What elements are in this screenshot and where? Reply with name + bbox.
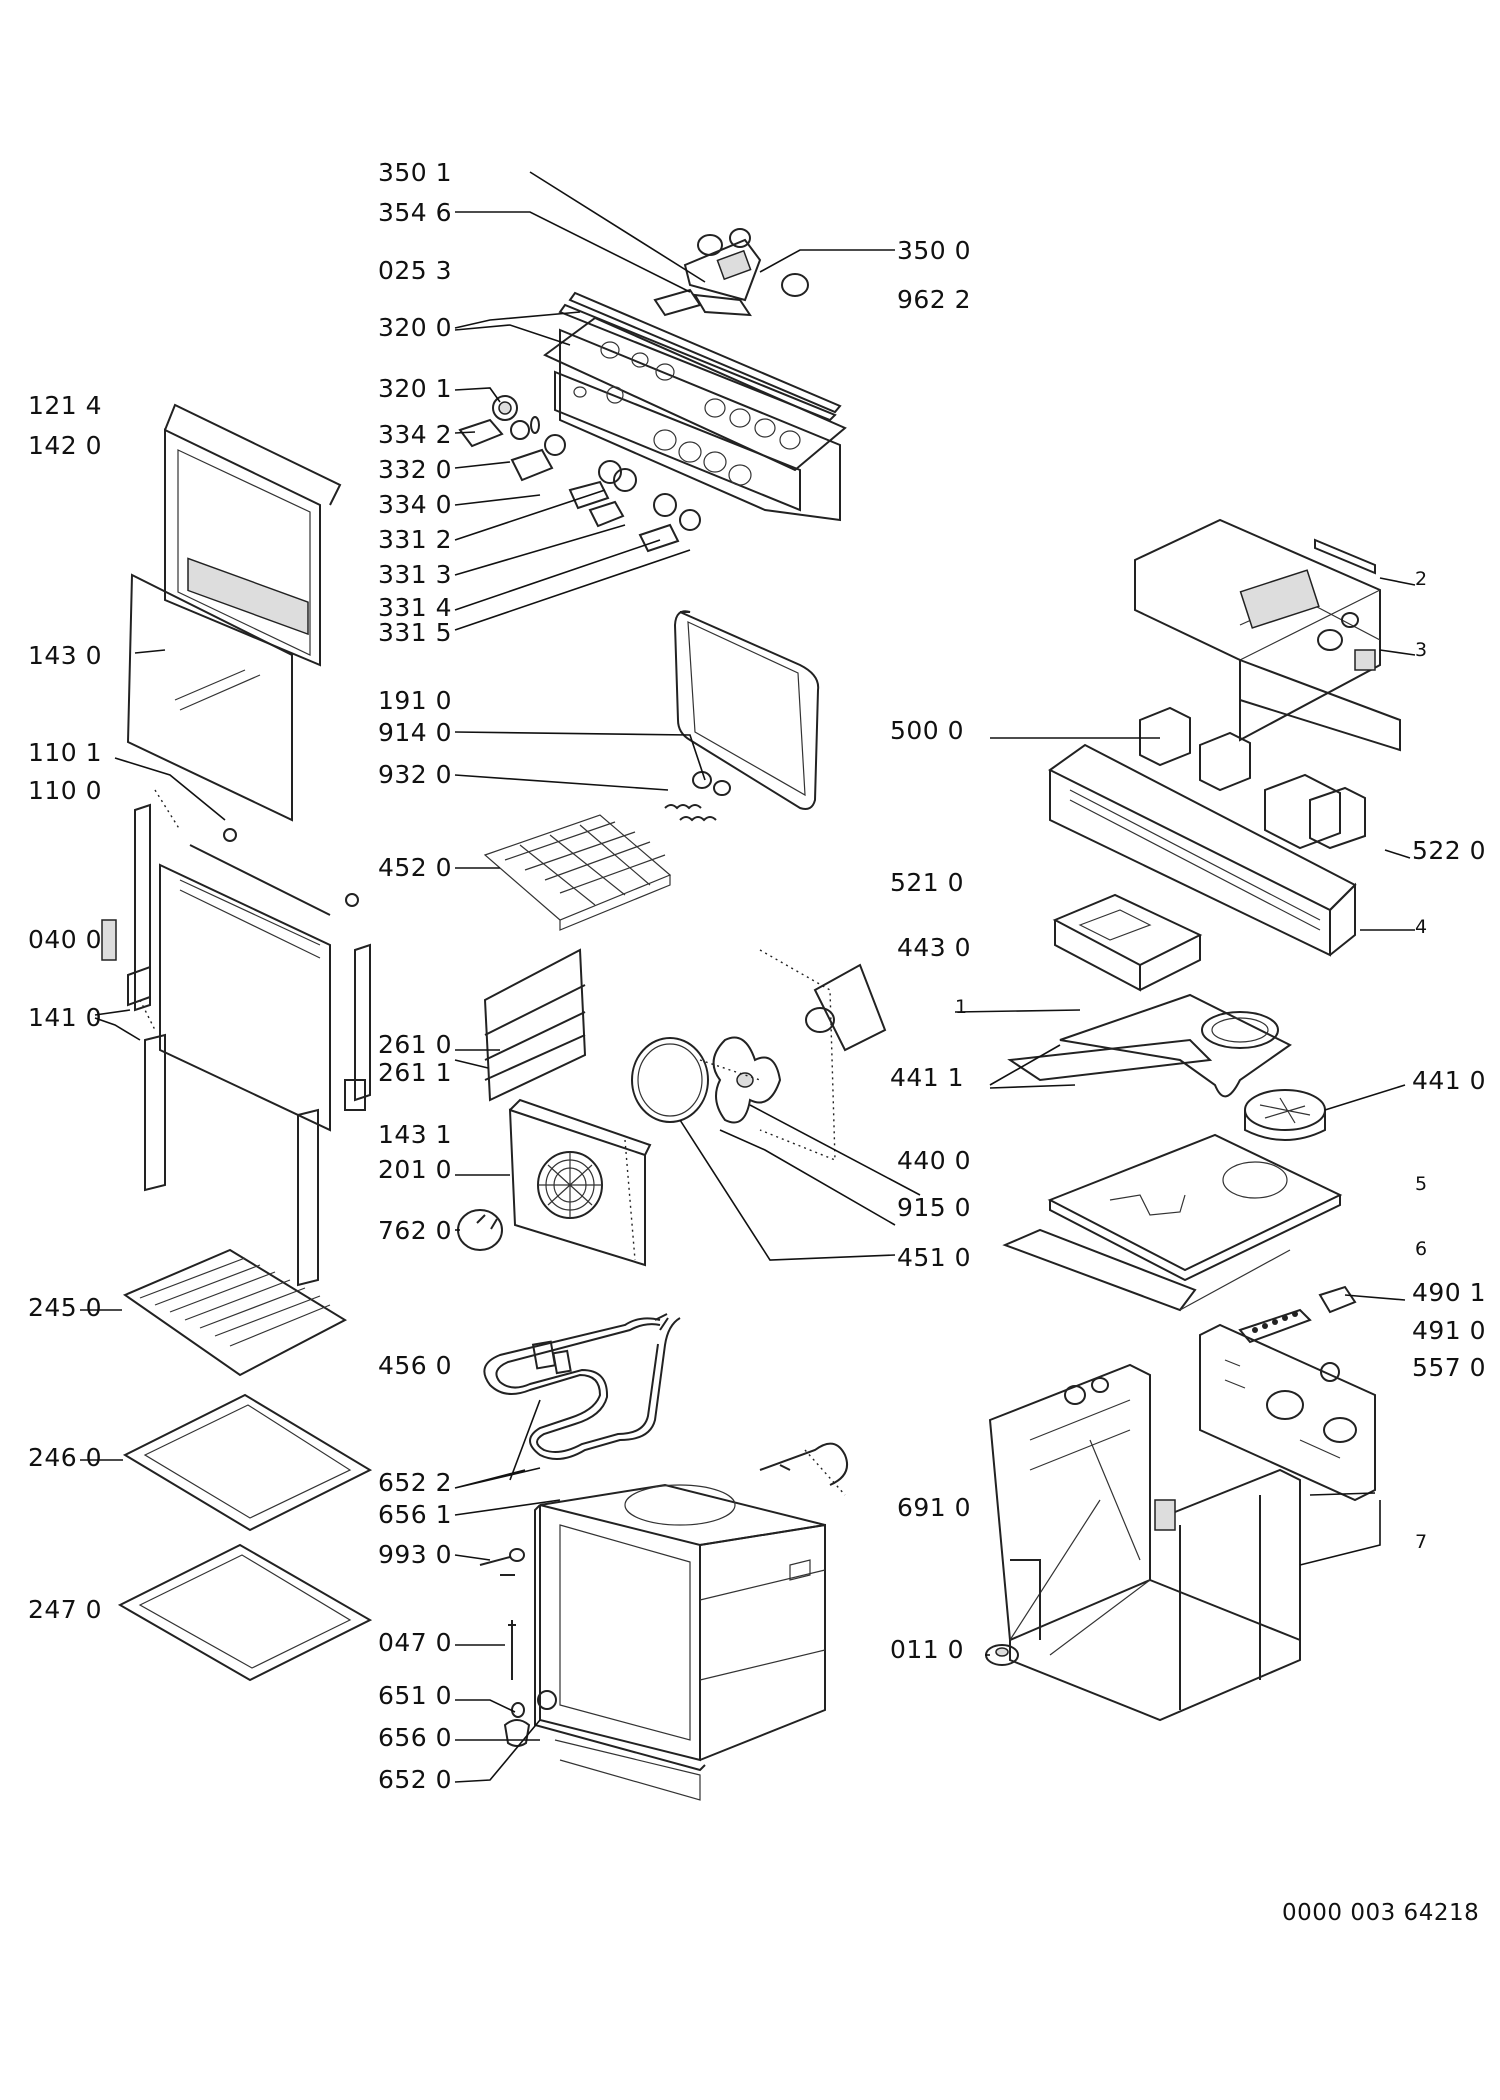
probe-part xyxy=(759,1442,849,1486)
label-142-0: 142 0 xyxy=(28,431,103,460)
cooling-fan-441 xyxy=(1007,993,1326,1141)
door-gasket xyxy=(664,610,820,822)
label-522-0: 522 0 xyxy=(1412,836,1487,865)
top-module-2-3 xyxy=(1134,518,1401,752)
label-656-1: 656 1 xyxy=(378,1500,453,1529)
label-331-4: 331 4 xyxy=(378,593,453,622)
label-141-0: 141 0 xyxy=(28,1003,103,1032)
label-350-1: 350 1 xyxy=(378,158,453,187)
label-320-0: 320 0 xyxy=(378,313,453,342)
label-354-6: 354 6 xyxy=(378,198,453,227)
label-962-2: 962 2 xyxy=(897,285,972,314)
label-350-0: 350 0 xyxy=(897,236,972,265)
control-module-500 xyxy=(1048,706,1366,957)
label-656-0: 656 0 xyxy=(378,1723,453,1752)
label-331-5: 331 5 xyxy=(378,618,453,647)
gasket-762 xyxy=(457,1209,503,1251)
fan-housing-521 xyxy=(1052,893,1203,992)
cover-plate-5-6 xyxy=(1002,1133,1343,1312)
label-6: 6 xyxy=(1415,1238,1428,1260)
label-915-0: 915 0 xyxy=(897,1193,972,1222)
label-331-3: 331 3 xyxy=(378,560,453,589)
label-331-2: 331 2 xyxy=(378,525,453,554)
label-334-2: 334 2 xyxy=(378,420,453,449)
label-452-0: 452 0 xyxy=(378,853,453,882)
wire-shelf-245 xyxy=(122,1248,348,1377)
label-191-0: 191 0 xyxy=(378,686,453,715)
label-932-0: 932 0 xyxy=(378,760,453,789)
oven-door-assembly xyxy=(101,403,371,1287)
label-2: 2 xyxy=(1415,568,1428,590)
label-110-1: 110 1 xyxy=(28,738,103,767)
control-knobs xyxy=(458,395,701,553)
foot-011 xyxy=(985,1644,1019,1666)
label-521-0: 521 0 xyxy=(890,868,965,897)
label-143-0: 143 0 xyxy=(28,641,103,670)
label-011-0: 011 0 xyxy=(890,1635,965,1664)
label-246-0: 246 0 xyxy=(28,1443,103,1472)
label-7: 7 xyxy=(1415,1531,1428,1553)
leader-lines xyxy=(80,171,1416,1783)
label-121-4: 121 4 xyxy=(28,391,103,420)
label-040-0: 040 0 xyxy=(28,925,103,954)
label-261-1: 261 1 xyxy=(378,1058,453,1087)
label-491-0: 491 0 xyxy=(1412,1316,1487,1345)
label-261-0: 261 0 xyxy=(378,1030,453,1059)
document-number: 0000 003 64218 xyxy=(1282,1900,1480,1926)
label-914-0: 914 0 xyxy=(378,718,453,747)
label-245-0: 245 0 xyxy=(28,1293,103,1322)
control-panel-assembly xyxy=(543,228,847,522)
label-490-1: 490 1 xyxy=(1412,1278,1487,1307)
label-456-0: 456 0 xyxy=(378,1351,453,1380)
oven-cavity xyxy=(534,1483,826,1801)
label-441-1: 441 1 xyxy=(890,1063,965,1092)
label-443-0: 443 0 xyxy=(897,933,972,962)
label-247-0: 247 0 xyxy=(28,1595,103,1624)
label-652-2: 652 2 xyxy=(378,1468,453,1497)
label-1: 1 xyxy=(955,996,968,1018)
back-panel-7 xyxy=(1199,1323,1376,1502)
fan-motor-group xyxy=(631,949,887,1162)
label-320-1: 320 1 xyxy=(378,374,453,403)
label-047-0: 047 0 xyxy=(378,1628,453,1657)
heating-element-456 xyxy=(483,1317,681,1460)
tray-246 xyxy=(122,1393,373,1532)
label-5: 5 xyxy=(1415,1173,1428,1195)
label-691-0: 691 0 xyxy=(897,1493,972,1522)
label-500-0: 500 0 xyxy=(890,716,965,745)
label-451-0: 451 0 xyxy=(897,1243,972,1272)
shelf-rack-452 xyxy=(483,814,672,931)
label-332-0: 332 0 xyxy=(378,455,453,484)
label-4: 4 xyxy=(1415,916,1428,938)
label-440-0: 440 0 xyxy=(897,1146,972,1175)
outer-casing-691 xyxy=(988,1363,1301,1722)
label-110-0: 110 0 xyxy=(28,776,103,805)
label-201-0: 201 0 xyxy=(378,1155,453,1184)
label-143-1: 143 1 xyxy=(378,1120,453,1149)
label-025-3: 025 3 xyxy=(378,256,453,285)
side-guides-261 xyxy=(483,948,587,1102)
label-651-0: 651 0 xyxy=(378,1681,453,1710)
label-334-0: 334 0 xyxy=(378,490,453,519)
cavity-small-parts xyxy=(479,1340,572,1747)
label-557-0: 557 0 xyxy=(1412,1353,1487,1382)
label-993-0: 993 0 xyxy=(378,1540,453,1569)
tray-247 xyxy=(117,1543,373,1682)
label-652-0: 652 0 xyxy=(378,1765,453,1794)
fan-cover-201 xyxy=(508,1098,652,1267)
label-441-0: 441 0 xyxy=(1412,1066,1487,1095)
label-762-0: 762 0 xyxy=(378,1216,453,1245)
label-3: 3 xyxy=(1415,639,1428,661)
terminal-block-490 xyxy=(1238,1285,1357,1382)
